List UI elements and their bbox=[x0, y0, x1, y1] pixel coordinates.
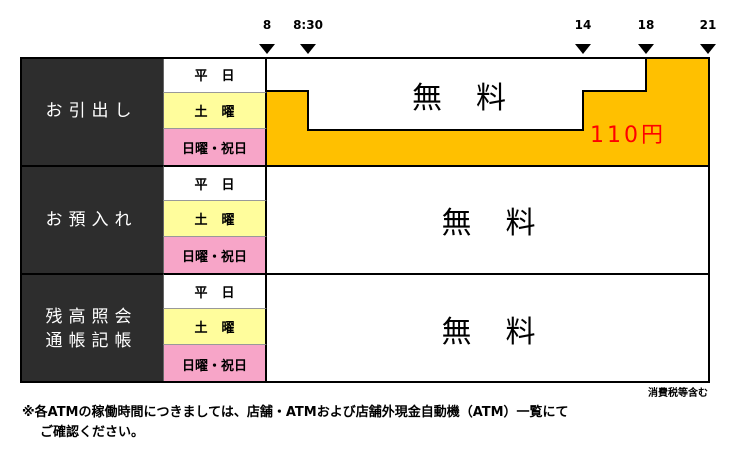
day-weekday: 平日 bbox=[163, 165, 267, 201]
free-time-area bbox=[267, 57, 646, 130]
day-saturday: 土曜 bbox=[163, 201, 267, 237]
tick-label-8: 8 bbox=[262, 18, 272, 32]
service-name: お引出し bbox=[45, 101, 138, 121]
service-name: 残高照会 bbox=[45, 307, 138, 327]
day-saturday: 土曜 bbox=[163, 93, 267, 129]
footnote-line-1: ※各ATMの稼働時間につきましては、店舗・ATMおよび店舗外現金自動機（ATM）… bbox=[22, 405, 569, 420]
tick-marker-icon bbox=[259, 44, 275, 54]
tax-note: 消費税等含む bbox=[648, 388, 708, 399]
balance-free-label: 無料 bbox=[441, 315, 570, 350]
withdrawal-paid-label: 110円 bbox=[590, 123, 666, 148]
day-holiday: 日曜・祝日 bbox=[163, 345, 267, 383]
service-name: お預入れ bbox=[45, 210, 138, 230]
free-area-outline bbox=[267, 57, 647, 131]
tick-marker-icon bbox=[300, 44, 316, 54]
day-holiday: 日曜・祝日 bbox=[163, 129, 267, 165]
withdrawal-free-label: 無料 bbox=[412, 81, 540, 116]
withdrawal-fee-chart bbox=[267, 57, 710, 165]
service-withdrawal: お引出し bbox=[20, 57, 163, 165]
tick-marker-icon bbox=[700, 44, 716, 54]
day-weekday: 平日 bbox=[163, 273, 267, 309]
service-name: 通帳記帳 bbox=[45, 331, 138, 351]
footnote-line-2: ご確認ください。 bbox=[40, 425, 145, 440]
tick-label-18: 18 bbox=[637, 18, 655, 32]
footnote: ※各ATMの稼働時間につきましては、店舗・ATMおよび店舗外現金自動機（ATM）… bbox=[22, 403, 712, 443]
day-weekday: 平日 bbox=[163, 57, 267, 93]
service-deposit: お預入れ bbox=[20, 165, 163, 273]
deposit-fee-area: 無料 bbox=[267, 165, 710, 273]
tick-marker-icon bbox=[575, 44, 591, 54]
tick-label-14: 14 bbox=[574, 18, 592, 32]
deposit-free-label: 無料 bbox=[441, 206, 570, 241]
tick-label-830: 8:30 bbox=[293, 18, 323, 32]
tick-marker-icon bbox=[638, 44, 654, 54]
day-holiday: 日曜・祝日 bbox=[163, 237, 267, 273]
table-border bbox=[20, 57, 710, 383]
tick-label-21: 21 bbox=[699, 18, 717, 32]
day-saturday: 土曜 bbox=[163, 309, 267, 345]
balance-fee-area: 無料 bbox=[267, 273, 710, 383]
service-balance-passbook: 残高照会 通帳記帳 bbox=[20, 273, 163, 383]
